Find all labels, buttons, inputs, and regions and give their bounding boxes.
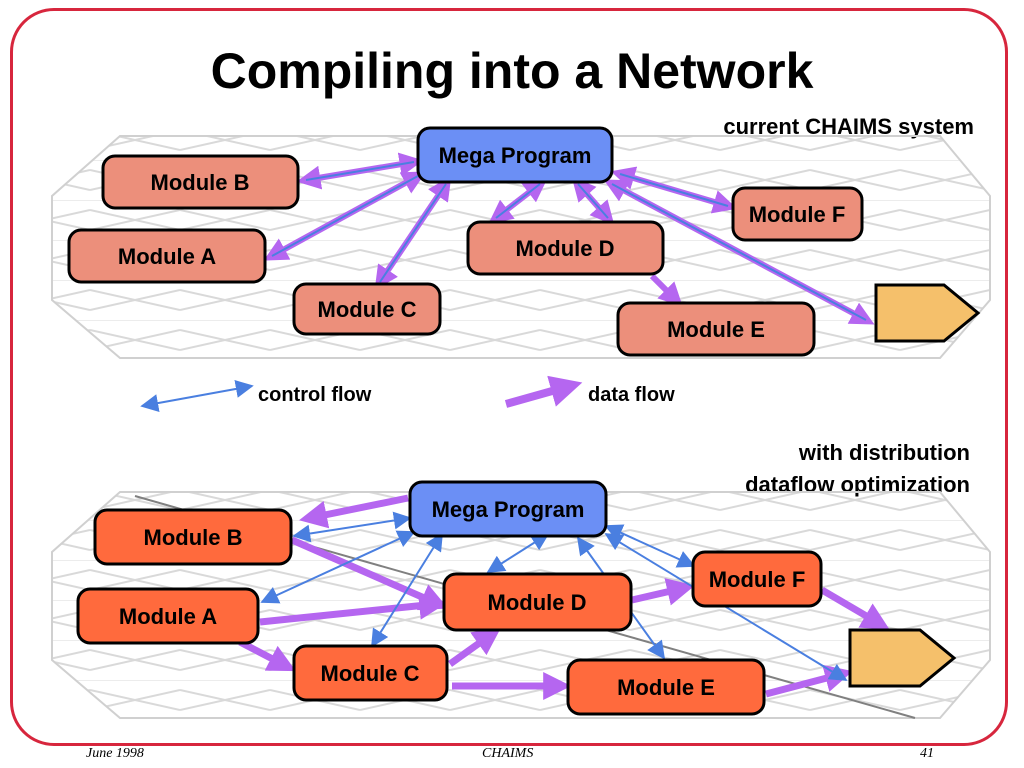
bottom-module-a[interactable]: Module A xyxy=(76,587,260,645)
top-modules: Mega Program Module B Module A Module C … xyxy=(67,126,864,357)
caption-current-system: current CHAIMS system xyxy=(723,114,974,139)
svg-text:Module E: Module E xyxy=(617,675,715,700)
top-module-b[interactable]: Module B xyxy=(101,154,300,210)
data-a-c xyxy=(238,638,296,672)
ctrl-mega-c xyxy=(371,532,443,648)
top-output-node xyxy=(874,283,981,343)
bottom-output-node xyxy=(848,628,957,688)
svg-text:Module E: Module E xyxy=(667,317,765,342)
svg-text:Module C: Module C xyxy=(321,661,420,686)
caption-distribution: with distribution xyxy=(798,440,970,465)
bottom-mega-program[interactable]: Mega Program xyxy=(408,480,608,538)
top-flows xyxy=(263,152,875,325)
svg-text:Mega Program: Mega Program xyxy=(432,497,585,522)
footer-page-number: 41 xyxy=(920,746,934,761)
top-module-a[interactable]: Module A xyxy=(67,228,267,284)
bottom-module-e[interactable]: Module E xyxy=(566,658,766,716)
legend-control-flow-label: control flow xyxy=(258,384,372,406)
bottom-modules: Mega Program Module B Module A Module D … xyxy=(76,480,823,716)
top-module-c[interactable]: Module C xyxy=(292,282,442,336)
svg-text:Module F: Module F xyxy=(749,202,846,227)
svg-text:Module D: Module D xyxy=(516,236,615,261)
data-c-d xyxy=(447,627,502,667)
bottom-module-f[interactable]: Module F xyxy=(691,550,823,608)
flow-d-e xyxy=(649,273,683,307)
top-module-f[interactable]: Module F xyxy=(731,186,864,242)
legend-control-flow-arrow xyxy=(140,380,254,412)
svg-text:Module A: Module A xyxy=(119,604,217,629)
svg-text:Module B: Module B xyxy=(151,170,250,195)
svg-text:Mega Program: Mega Program xyxy=(439,143,592,168)
svg-text:Module B: Module B xyxy=(144,525,243,550)
slide-frame xyxy=(10,8,1008,746)
top-module-e[interactable]: Module E xyxy=(616,301,816,357)
legend-data-flow-label: data flow xyxy=(588,384,675,406)
ctrl-mega-d xyxy=(486,533,550,573)
bottom-module-c[interactable]: Module C xyxy=(292,644,449,702)
top-module-d[interactable]: Module D xyxy=(466,220,665,276)
svg-text:Module A: Module A xyxy=(118,244,216,269)
svg-text:Module F: Module F xyxy=(709,567,806,592)
footer-date: June 1998 xyxy=(86,746,144,761)
legend-data-flow-arrow xyxy=(504,375,583,408)
top-mega-program[interactable]: Mega Program xyxy=(416,126,614,184)
bottom-module-b[interactable]: Module B xyxy=(93,508,293,566)
footer-center: CHAIMS xyxy=(482,746,534,761)
svg-text:Module C: Module C xyxy=(318,297,417,322)
slide-title: Compiling into a Network xyxy=(210,43,814,99)
svg-text:Module D: Module D xyxy=(488,590,587,615)
bottom-module-d[interactable]: Module D xyxy=(442,572,633,632)
